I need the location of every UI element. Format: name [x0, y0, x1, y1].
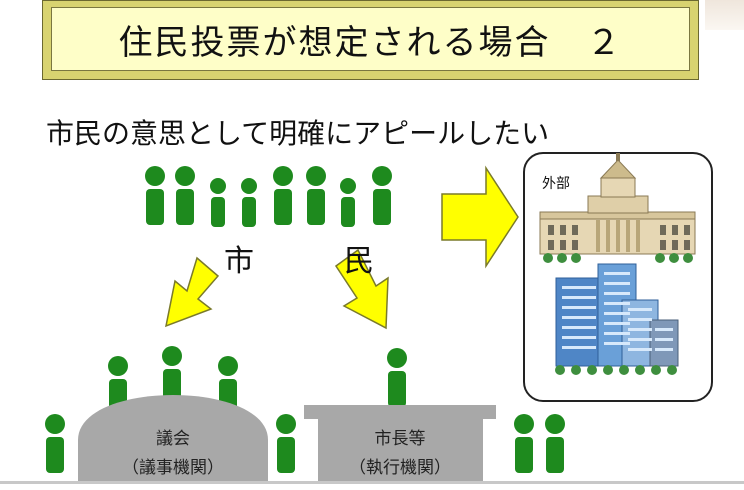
citizen-icon	[372, 166, 392, 225]
citizen-icon	[273, 166, 293, 225]
podium-body	[318, 419, 483, 484]
external-label: 外部	[542, 176, 570, 192]
page-title: 住民投票が想定される場合 ２	[51, 7, 690, 71]
arrow-down-right-icon	[334, 248, 389, 330]
council-name: 議会	[156, 429, 190, 449]
citizen-icon	[210, 178, 226, 227]
mayor-icon	[387, 348, 407, 407]
citizens-group	[145, 166, 392, 227]
citizen-icon	[276, 414, 296, 473]
citizen-icon	[241, 178, 257, 227]
mayor-role: （執行機関）	[349, 458, 451, 478]
arrow-down-left-icon	[164, 256, 220, 328]
office-buildings-icon	[555, 263, 679, 375]
council-dome	[78, 395, 268, 484]
subtitle: 市民の意思として明確にアピールしたい	[46, 117, 550, 150]
podium-top	[304, 405, 496, 419]
citizens-label: 市 民	[224, 244, 404, 279]
title-banner: 住民投票が想定される場合 ２	[42, 0, 699, 80]
citizen-icon	[175, 166, 195, 225]
mayor-name: 市長等	[374, 429, 426, 449]
citizen-icon	[45, 414, 65, 473]
citizen-icon	[545, 414, 565, 473]
citizen-icon	[514, 414, 534, 473]
parliament-building-icon	[539, 153, 696, 263]
corner-decoration	[705, 0, 744, 30]
arrow-right-icon	[441, 165, 519, 269]
citizen-icon	[145, 166, 165, 225]
citizen-icon	[340, 178, 356, 227]
mayor-label: 市長等 （執行機関）	[330, 425, 470, 483]
council-label: 議会 （議事機関）	[118, 425, 228, 483]
divider	[0, 481, 744, 484]
citizen-icon	[306, 166, 326, 225]
council-role: （議事機関）	[122, 458, 224, 478]
